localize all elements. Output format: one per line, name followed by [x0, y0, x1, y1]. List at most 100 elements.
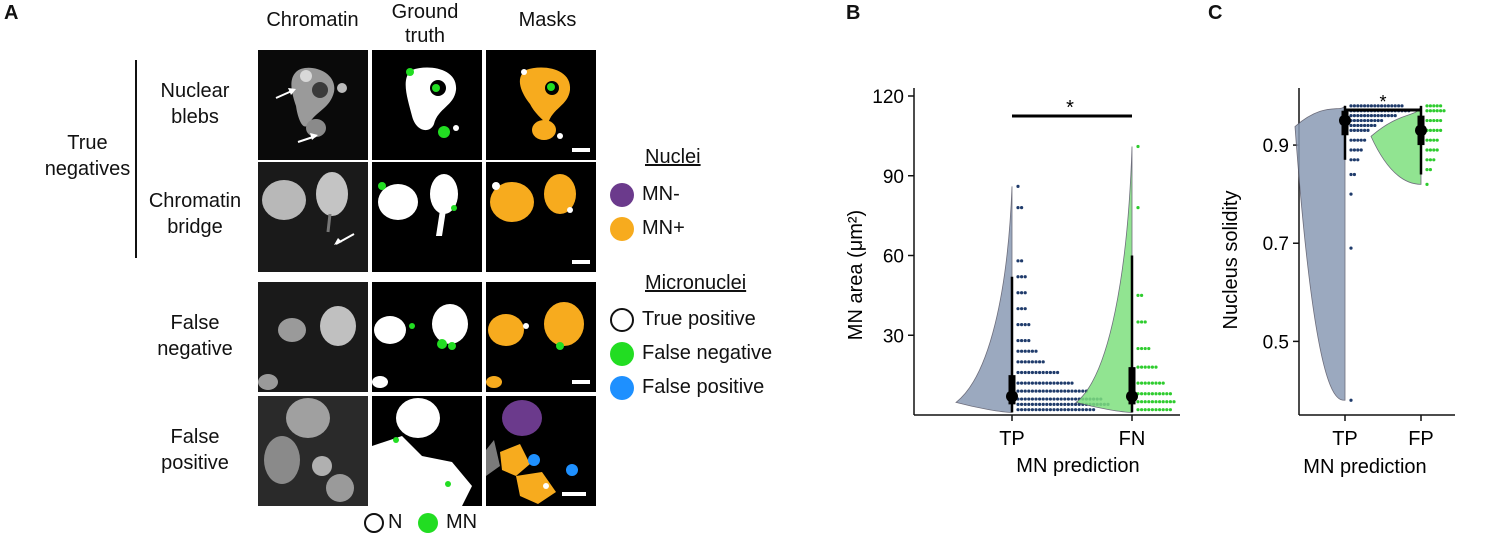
dot-FN-6-6: [1158, 381, 1162, 385]
dot-FP-2-0: [1425, 118, 1429, 123]
dot-TP-4-2: [1023, 291, 1027, 295]
dot-TP-15-2: [1023, 408, 1027, 412]
column-header-chromatin: Chromatin: [266, 9, 359, 31]
dot-FN-8-1: [1140, 400, 1144, 404]
dot-TP-12-3: [1027, 389, 1031, 393]
dot-TP-15-13: [1063, 408, 1067, 412]
dot-TP-2-1: [1352, 114, 1356, 118]
dot-TP-7-0: [1349, 148, 1353, 152]
dot-TP-12-2: [1023, 389, 1027, 393]
dot-TP-13-5: [1034, 397, 1038, 401]
dot-TP-8-0: [1349, 158, 1353, 162]
dot-TP-9-5: [1034, 360, 1038, 364]
dot-TP-12-4: [1030, 389, 1034, 393]
dot-TP-6-0: [1349, 138, 1353, 142]
dot-TP-6-2: [1023, 323, 1027, 327]
dot-TP-5-4: [1363, 128, 1367, 132]
legend-false-negative-label: False negative: [642, 342, 773, 364]
dot-TP-0-0: [1016, 184, 1020, 188]
dot-FN-7-5: [1154, 392, 1158, 396]
dot-TP-10-5: [1034, 370, 1038, 375]
dot-TP-4-6: [1369, 123, 1373, 128]
dot-TP-15-9: [1048, 408, 1052, 412]
dot-TP-0-7: [1373, 104, 1377, 108]
dot-FP-1-4: [1439, 109, 1443, 113]
dot-TP-3-6: [1369, 118, 1373, 123]
dot-TP-12-16: [1074, 389, 1078, 393]
row-label-nuclear-blebs: Nuclear blebs: [160, 80, 230, 128]
dot-TP-2-8: [1376, 114, 1380, 118]
dot-TP-10-6: [1038, 370, 1042, 375]
y-tick-label-3: 120: [872, 87, 904, 108]
y-tick-label-1: 0.7: [1263, 234, 1289, 255]
dot-TP-7-3: [1359, 148, 1363, 152]
dot-FN-7-9: [1168, 392, 1172, 396]
dot-TP-8-1: [1020, 349, 1024, 353]
dot-TP-13-1: [1020, 397, 1024, 401]
dot-TP-13-10: [1052, 397, 1056, 401]
image-ground-truth-false-negative: [372, 282, 482, 392]
dot-TP-14-15: [1070, 402, 1074, 406]
dot-FP-0-3: [1435, 104, 1439, 108]
dot-TP-14-10: [1052, 402, 1056, 406]
dot-FP-1-0: [1425, 109, 1429, 113]
dot-FN-8-0: [1136, 400, 1140, 404]
median-TP: [1339, 114, 1351, 127]
y-tick-label-2: 90: [883, 167, 904, 188]
dot-TP-3-4: [1363, 118, 1367, 123]
dot-TP-9-6: [1038, 360, 1042, 364]
dot-TP-0-9: [1380, 104, 1384, 108]
panel-label-a: A: [4, 2, 19, 24]
dots-TP: [1349, 104, 1411, 402]
dot-FP-4-0: [1425, 138, 1429, 142]
dot-TP-15-12: [1059, 408, 1063, 412]
dot-TP-15-6: [1038, 408, 1042, 412]
dot-TP-14-4: [1030, 402, 1034, 406]
dot-TP-3-5: [1366, 118, 1370, 123]
dot-TP-2-3: [1359, 114, 1363, 118]
dot-TP-2-5: [1366, 114, 1370, 118]
dot-FN-5-4: [1150, 365, 1154, 369]
legend-mn-plus-swatch: [610, 217, 634, 241]
dot-FN-7-1: [1140, 392, 1144, 396]
dot-FN-7-3: [1147, 392, 1151, 396]
dot-TP-4-1: [1352, 123, 1356, 128]
dots-FN: [1136, 144, 1176, 412]
dot-TP-3-1: [1352, 118, 1356, 123]
dot-FN-9-5: [1154, 408, 1158, 412]
dot-TP-11-9: [1048, 381, 1052, 385]
dot-TP-9-2: [1023, 360, 1027, 364]
dot-FN-7-2: [1143, 392, 1147, 396]
dot-TP-3-7: [1373, 118, 1377, 123]
dot-TP-11-6: [1038, 381, 1042, 385]
dot-TP-14-6: [1038, 402, 1042, 406]
median-FP: [1415, 124, 1427, 137]
dot-FN-9-2: [1143, 408, 1147, 412]
dot-TP-5-1: [1020, 307, 1024, 311]
legend-mn-minus-label: MN-: [642, 183, 680, 205]
dot-TP-12-18: [1081, 389, 1085, 393]
dot-TP-0-15: [1400, 104, 1404, 108]
dot-FN-8-6: [1158, 400, 1162, 404]
dot-TP-8-2: [1356, 158, 1360, 162]
bottom-legend-mn: MN: [446, 511, 478, 533]
column-header-ground-truth: Ground truth: [391, 1, 459, 47]
dot-TP-13-12: [1059, 397, 1063, 401]
dot-TP-11-14: [1066, 381, 1070, 385]
dot-FP-6-0: [1425, 158, 1429, 162]
dot-FP-5-2: [1432, 148, 1436, 152]
dot-TP-5-2: [1023, 307, 1027, 311]
legend-false-positive-swatch: [610, 376, 634, 400]
row-label-false-positive: False positive: [161, 426, 229, 474]
dot-FN-2-0: [1136, 293, 1140, 297]
dot-TP-14-12: [1059, 402, 1063, 406]
dot-TP-8-1: [1352, 158, 1356, 162]
dot-FP-0-4: [1439, 104, 1443, 108]
dot-FP-3-3: [1435, 128, 1439, 132]
dot-FP-1-1: [1428, 109, 1432, 113]
violin-TP: [955, 186, 1013, 413]
dot-FP-1-2: [1432, 109, 1436, 113]
dot-FN-6-3: [1147, 381, 1151, 385]
dot-TP-0-4: [1363, 104, 1367, 108]
